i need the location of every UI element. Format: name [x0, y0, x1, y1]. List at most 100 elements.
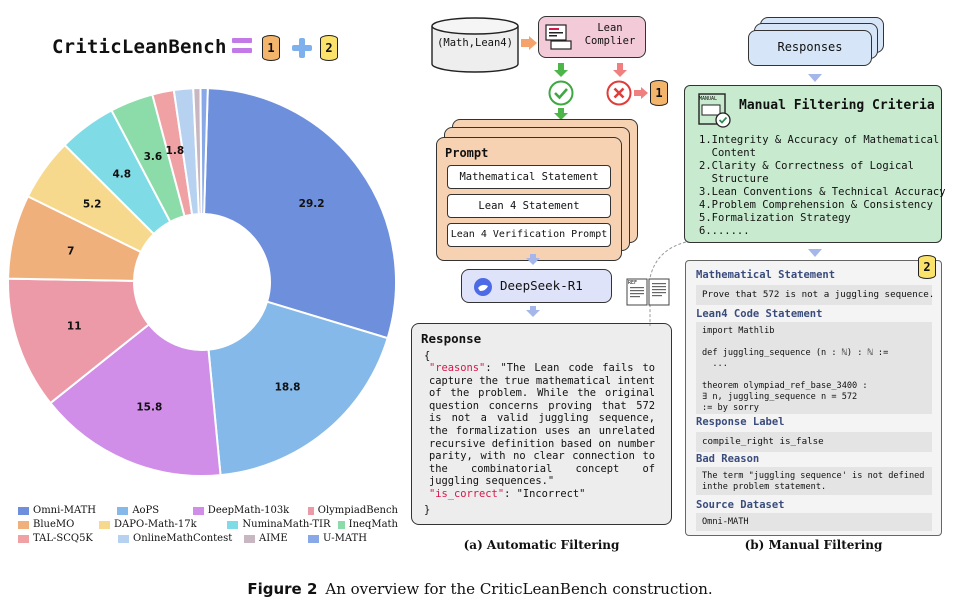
- bad-reason-label: Bad Reason: [696, 453, 760, 465]
- prompt-to-model-arrow-head: [526, 258, 540, 265]
- donut-data-label: 5.2: [83, 198, 102, 210]
- pass-arrow-2-head: [554, 113, 568, 120]
- legend-label: NuminaMath-TIR: [242, 519, 331, 530]
- responses-to-criteria-arrow: [808, 74, 822, 82]
- bad-reason-text: The term "juggling sequence' is not defi…: [696, 467, 932, 495]
- prompt-item-verification: Lean 4 Verification Prompt: [447, 223, 611, 247]
- donut-slice-omni-math: [203, 87, 397, 340]
- lean-compiler-box: Lean Complier: [538, 16, 646, 58]
- compiler-label: Lean Complier: [584, 22, 636, 47]
- criteria-item: 3.Lean Conventions & Technical Accuracy: [699, 186, 946, 198]
- legend-label: OnlineMathContest: [133, 533, 233, 544]
- automatic-filtering-caption: (a) Automatic Filtering: [463, 538, 620, 552]
- criteria-item: 6.......: [699, 225, 750, 237]
- legend-swatch: [98, 520, 110, 529]
- input-pair-label: (Math,Lean4): [437, 37, 513, 49]
- plus-icon: [292, 38, 312, 58]
- dataset-can-icon-2: 2: [320, 35, 338, 61]
- right-arrow-icon: [521, 36, 537, 50]
- donut-data-label: 15.8: [136, 401, 162, 413]
- model-to-response-arrow-head: [526, 310, 540, 317]
- dataset-can-icon-1b: 1: [650, 80, 668, 106]
- reasons-key: "reasons": [429, 362, 486, 374]
- equals-icon: [232, 38, 252, 56]
- prompt-item-math-statement: Mathematical Statement: [447, 165, 611, 189]
- fail-arrow: [617, 63, 623, 71]
- legend-item: AIME: [244, 533, 308, 544]
- bench-title: CriticLeanBench: [52, 36, 227, 58]
- legend-swatch: [18, 520, 29, 529]
- dataset-can-icon-2b: 2: [918, 255, 936, 279]
- database-icon: [431, 17, 519, 73]
- legend-label: Omni-MATH: [33, 505, 97, 516]
- pass-arrow-2: [558, 108, 564, 114]
- manual-book-icon: [698, 93, 731, 128]
- legend-item: NuminaMath-TIR: [227, 519, 338, 530]
- legend-label: DAPO-Math-17k: [113, 519, 197, 530]
- legend-row: BlueMO DAPO-Math-17k NuminaMath-TIR IneqMat…: [18, 519, 398, 530]
- legend-label: U-MATH: [323, 533, 367, 544]
- criteria-list: 1.Integrity & Accuracy of Mathematical C…: [699, 134, 946, 238]
- sample-card: 2 Mathematical Statement Prove that 572 …: [685, 255, 942, 536]
- legend-swatch: [192, 506, 204, 515]
- legend-item: DAPO-Math-17k: [98, 519, 227, 530]
- figure-text: An overview for the CriticLeanBench cons…: [325, 580, 713, 598]
- legend-item: OlympiadBench: [308, 505, 398, 516]
- deepseek-whale-icon: [474, 278, 492, 296]
- donut-slice-aops: [207, 300, 389, 477]
- legend-label: OlympiadBench: [317, 505, 398, 516]
- lean-code-text: import Mathlib def juggling_sequence (n …: [696, 322, 932, 414]
- model-name: DeepSeek-R1: [500, 278, 583, 293]
- source-dataset-label: Source Dataset: [696, 499, 785, 511]
- pass-arrow: [558, 63, 564, 71]
- response-close-brace: }: [424, 504, 431, 516]
- criteria-box: MANUAL Manual Filtering Criteria 1.Integ…: [684, 85, 946, 243]
- is-correct-key: "is_correct": [429, 487, 505, 500]
- document-icon-label: REF: [628, 280, 638, 286]
- legend-label: IneqMath: [348, 519, 398, 530]
- dashed-connector: [649, 241, 687, 326]
- model-to-response-arrow: [530, 306, 536, 312]
- legend-swatch: [308, 534, 319, 543]
- fail-arrow-head: [613, 70, 627, 77]
- legend-label: TAL-SCQ5K: [33, 533, 93, 544]
- donut-slice-deepmath-103k: [48, 323, 222, 477]
- legend-item: BlueMO: [18, 519, 99, 530]
- check-icon: [548, 80, 574, 106]
- legend-swatch: [338, 520, 345, 529]
- legend-swatch: [117, 506, 129, 515]
- legend-row: TAL-SCQ5K OnlineMathContest AIME U-MATH: [18, 533, 398, 544]
- legend-swatch: [244, 534, 255, 543]
- donut-data-label: 3.6: [144, 151, 163, 163]
- reasons-value: : "The Lean code fails to capture the tr…: [429, 362, 655, 488]
- responses-box: Responses: [748, 30, 872, 66]
- criteria-item: Content: [699, 147, 756, 159]
- legend-item: TAL-SCQ5K: [18, 533, 118, 544]
- manual-icon-label: MANUAL: [699, 96, 718, 102]
- legend-item: IneqMath: [338, 519, 398, 530]
- donut-data-label: 11: [67, 321, 82, 333]
- legend-label: AIME: [259, 533, 288, 544]
- donut-data-label: 29.2: [299, 198, 325, 210]
- legend-item: AoPS: [117, 505, 192, 516]
- legend-swatch: [227, 520, 239, 529]
- computer-icon: [545, 24, 572, 50]
- legend-swatch: [18, 506, 29, 515]
- legend-item: DeepMath-103k: [192, 505, 308, 516]
- donut-data-label: 7: [67, 245, 74, 257]
- criteria-item: 1.Integrity & Accuracy of Mathematical: [699, 134, 940, 146]
- figure-caption: Figure 2 An overview for the CriticLeanBe…: [0, 580, 960, 598]
- criteria-item: 4.Problem Comprehension & Consistency: [699, 199, 933, 211]
- response-open-brace: {: [424, 350, 431, 362]
- criteria-title: Manual Filtering Criteria: [739, 98, 935, 113]
- fail-right-arrow-icon: [634, 87, 648, 99]
- figure-label: Figure 2: [247, 580, 318, 598]
- donut-slice-u-math: [199, 87, 209, 216]
- responses-label: Responses: [777, 40, 843, 54]
- response-label-label: Response Label: [696, 416, 785, 428]
- cross-icon: [606, 80, 632, 106]
- criteria-item: Structure: [699, 173, 769, 185]
- legend-label: BlueMO: [33, 519, 75, 530]
